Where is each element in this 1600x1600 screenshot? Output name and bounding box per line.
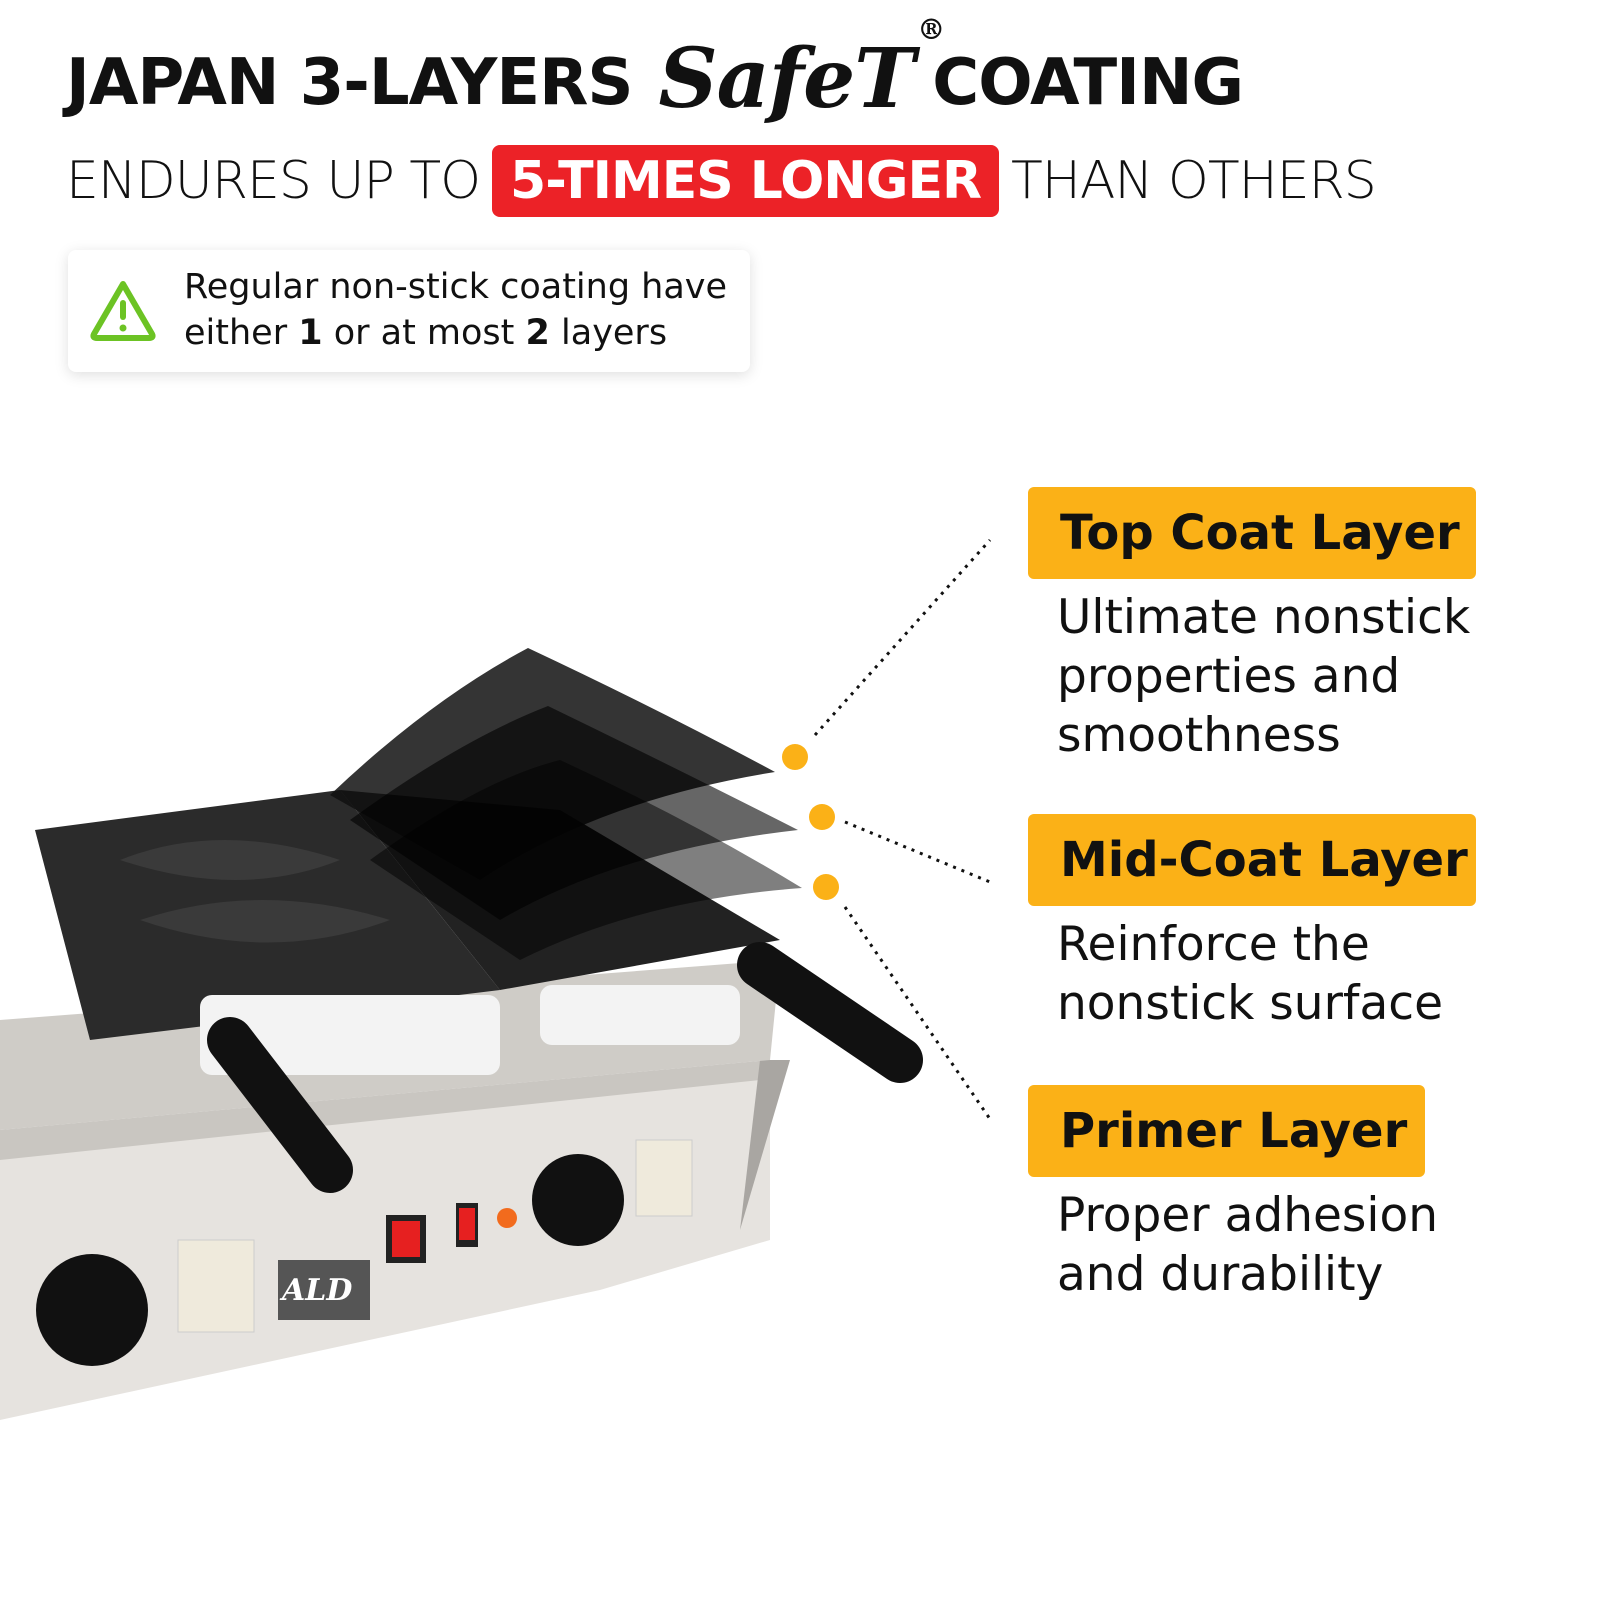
brand-plate — [278, 1260, 370, 1320]
warning-triangle-icon — [90, 281, 156, 341]
primer-sheet — [370, 760, 802, 960]
warning-card: Regular non-stick coating have either 1 … — [68, 250, 750, 372]
marker-dot-mid — [809, 804, 835, 830]
right-handle — [737, 942, 923, 1083]
leader-line-top — [813, 538, 992, 737]
subheadline-prefix: ENDURES UP TO — [66, 151, 481, 211]
headline-prefix: JAPAN 3-LAYERS — [66, 46, 633, 120]
right-dial — [532, 1154, 624, 1246]
marker-dot-primer — [813, 874, 839, 900]
headline-suffix: COATING — [932, 46, 1244, 120]
warning-text: Regular non-stick coating have either 1 … — [184, 267, 728, 353]
waffle-maker-image: ALD — [0, 648, 923, 1420]
marker-dot-top — [782, 744, 808, 770]
subheadline: ENDURES UP TO 5-TIMES LONGER THAN OTHERS — [66, 145, 1377, 217]
subheadline-suffix: THAN OTHERS — [1011, 151, 1377, 211]
left-dial — [36, 1254, 148, 1366]
primer-label: Primer Layer — [1028, 1085, 1425, 1177]
mid-coat-label: Mid-Coat Layer — [1028, 814, 1476, 906]
leader-line-mid — [844, 820, 991, 884]
brand-logo: SafeT® — [658, 13, 945, 127]
subheadline-highlight: 5-TIMES LONGER — [492, 145, 1000, 217]
left-handle — [207, 1017, 353, 1193]
coating-layers — [330, 648, 802, 960]
svg-text:ALD: ALD — [279, 1273, 352, 1308]
leader-line-primer — [843, 906, 994, 1123]
headline: JAPAN 3-LAYERS SafeT® COATING — [66, 13, 1244, 127]
top-coat-label: Top Coat Layer — [1028, 487, 1476, 579]
